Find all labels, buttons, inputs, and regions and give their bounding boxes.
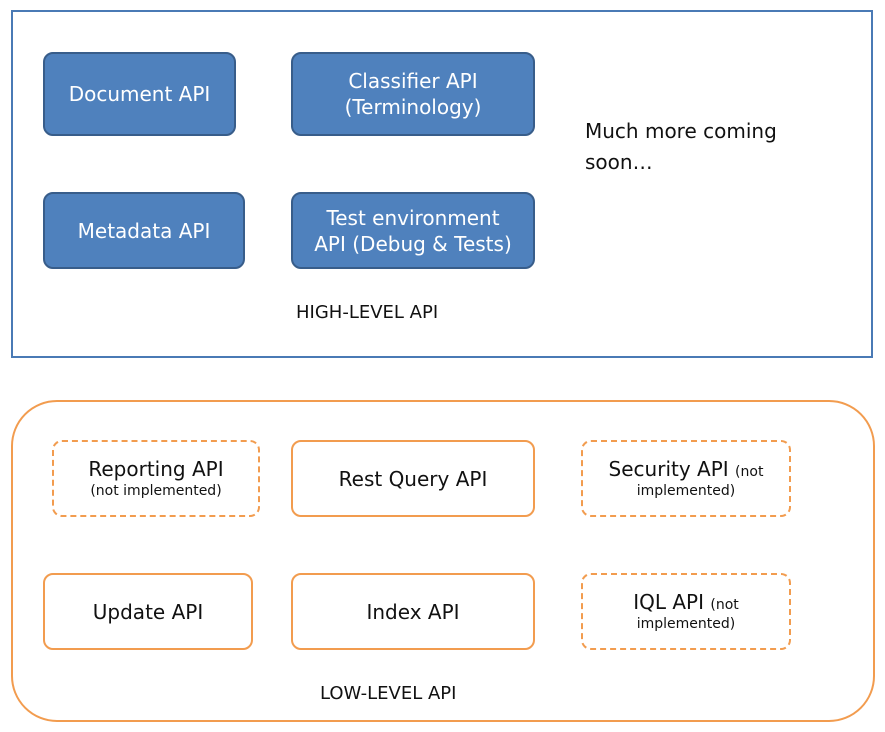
low-level-api-caption: LOW-LEVEL API — [320, 683, 457, 704]
rest-query-api-box: Rest Query API — [291, 440, 535, 517]
classifier-api-label: Classifier API — [348, 69, 478, 93]
iql-api-box: IQL API (not implemented) — [581, 573, 791, 650]
test-environment-api-sublabel: API (Debug & Tests) — [314, 231, 512, 256]
index-api-label: Index API — [366, 599, 460, 624]
reporting-api-box: Reporting API (not implemented) — [52, 440, 260, 517]
iql-api-label: IQL API — [633, 590, 705, 615]
document-api-label: Document API — [68, 82, 211, 106]
iql-api-note-inline: (not — [710, 597, 739, 614]
reporting-api-label: Reporting API — [88, 457, 224, 482]
classifier-api-box: Classifier API (Terminology) — [291, 52, 535, 136]
iql-api-note-rest: implemented) — [636, 616, 736, 633]
update-api-box: Update API — [43, 573, 253, 650]
rest-query-api-label: Rest Query API — [338, 466, 488, 491]
update-api-label: Update API — [92, 599, 204, 624]
security-api-note-rest: implemented) — [636, 483, 736, 500]
document-api-box: Document API — [43, 52, 236, 136]
metadata-api-box: Metadata API — [43, 192, 245, 269]
test-environment-api-label: Test environment — [326, 205, 500, 230]
much-more-coming-text: Much more coming soon… — [585, 116, 777, 178]
iql-api-line-1: IQL API (not — [633, 589, 739, 615]
metadata-api-label: Metadata API — [77, 218, 211, 243]
security-api-label: Security API — [608, 457, 729, 482]
classifier-api-sublabel: (Terminology) — [344, 95, 482, 119]
much-more-line-2: soon… — [585, 150, 653, 174]
security-api-line-1: Security API (not — [609, 456, 764, 482]
test-environment-api-box: Test environment API (Debug & Tests) — [291, 192, 535, 269]
index-api-box: Index API — [291, 573, 535, 650]
security-api-box: Security API (not implemented) — [581, 440, 791, 517]
high-level-api-caption: HIGH-LEVEL API — [296, 302, 439, 323]
security-api-note-inline: (not — [735, 464, 764, 481]
reporting-api-note: (not implemented) — [90, 483, 222, 500]
much-more-line-1: Much more coming — [585, 119, 777, 143]
